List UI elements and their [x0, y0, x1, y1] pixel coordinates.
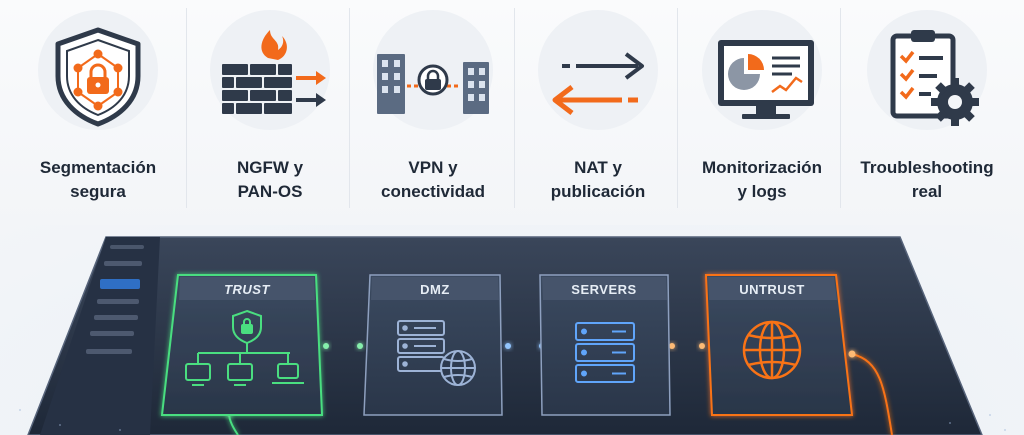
- divider: [349, 8, 350, 208]
- zone-label: UNTRUST: [739, 282, 805, 297]
- floor-dots: [19, 409, 1006, 431]
- divider: [840, 8, 841, 208]
- feature-monitor: Monitorización y logs: [680, 0, 844, 225]
- feature-nat: NAT y publicación: [516, 0, 680, 225]
- divider: [677, 8, 678, 208]
- zone-label: SERVERS: [571, 282, 636, 297]
- swap-arrows-icon: [552, 52, 644, 115]
- feature-vpn: VPN y conectividad: [351, 0, 515, 225]
- shield-devices-icon: [185, 309, 304, 386]
- divider: [514, 8, 515, 208]
- zone-servers[interactable]: SERVERS: [539, 274, 671, 416]
- feature-label: NGFW y PAN-OS: [236, 158, 304, 201]
- feature-label: Segmentación segura: [39, 158, 157, 201]
- feature-label: VPN y conectividad: [381, 158, 485, 201]
- zone-trust[interactable]: TRUST: [160, 274, 324, 416]
- feature-label: Monitorización y logs: [702, 158, 822, 201]
- zone-untrust[interactable]: UNTRUST: [704, 274, 854, 416]
- feature-label: Troubleshooting real: [860, 158, 994, 201]
- checklist-gear-icon: [890, 30, 979, 126]
- divider: [186, 8, 187, 208]
- zone-label: TRUST: [224, 282, 270, 297]
- server-rack-icon: [575, 322, 635, 383]
- feature-segmentacion: Segmentación segura: [16, 0, 180, 225]
- vpn-tunnel-icon: [377, 54, 489, 114]
- zones-dashboard: TRUST DMZ: [19, 236, 1006, 435]
- feature-label: NAT y publicación: [550, 158, 646, 201]
- zone-dmz[interactable]: DMZ: [363, 274, 503, 416]
- shield-lock-network-icon: [55, 27, 141, 127]
- sidebar-menu: [86, 245, 144, 354]
- monitor-chart-icon: [718, 40, 814, 119]
- network-scene: TRUST DMZ: [0, 225, 1024, 435]
- feature-strip: Segmentación segura NGFW y PAN-OS: [0, 0, 1024, 225]
- feature-troubleshooting: Troubleshooting real: [845, 0, 1009, 225]
- feature-ngfw: NGFW y PAN-OS: [188, 0, 352, 225]
- firewall-icon: [222, 30, 326, 114]
- server-globe-icon: [397, 320, 476, 386]
- zone-label: DMZ: [420, 282, 450, 297]
- globe-icon: [742, 320, 802, 380]
